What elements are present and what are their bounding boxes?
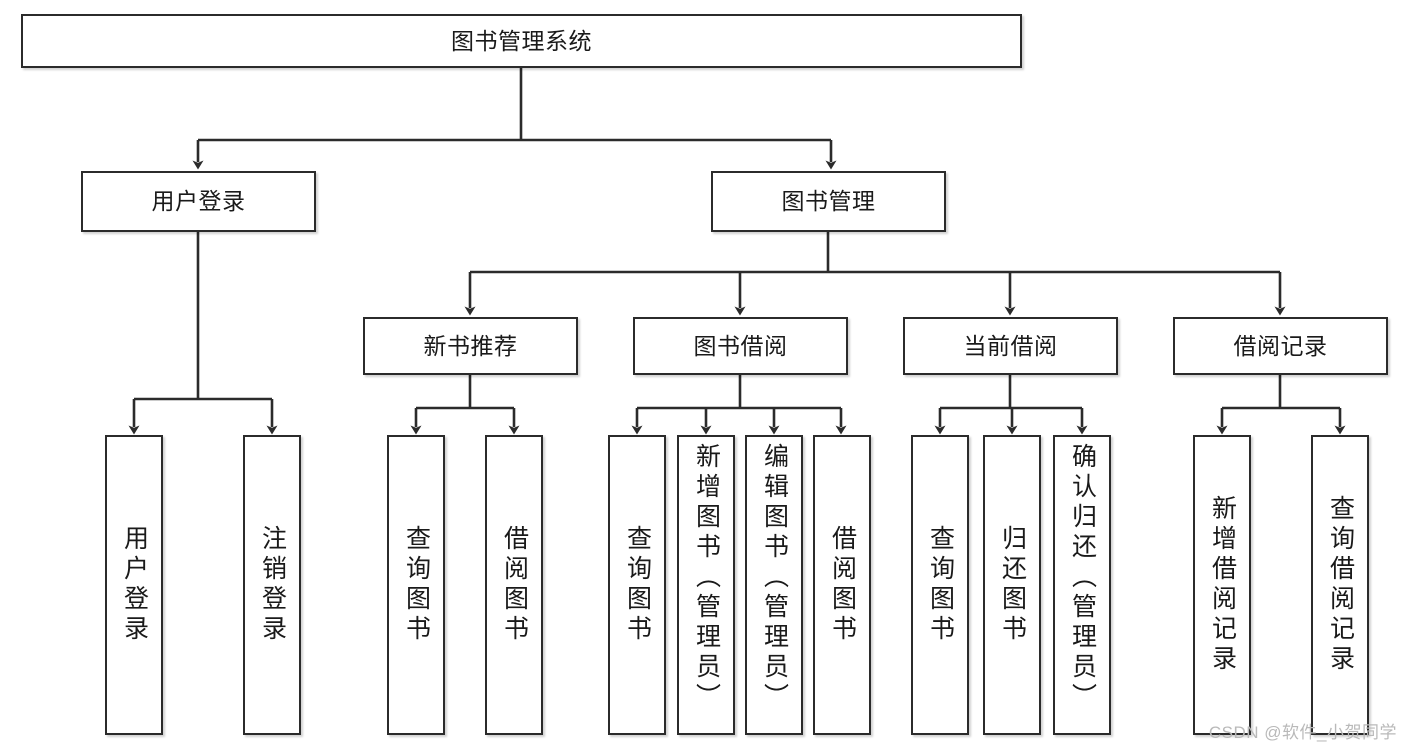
node-leaf-logout[interactable]: 注销登录 (243, 435, 301, 735)
node-leaf-query-book-recommend[interactable]: 查询图书 (387, 435, 445, 735)
node-leaf-borrow-book[interactable]: 借阅图书 (813, 435, 871, 735)
node-leaf-query-book-current[interactable]: 查询图书 (911, 435, 969, 735)
node-leaf-edit-book-admin[interactable]: 编辑图书（管理员） (745, 435, 803, 735)
node-leaf-add-borrow-record-label: 新增借阅记录 (1208, 495, 1237, 675)
node-leaf-query-borrow-record[interactable]: 查询借阅记录 (1311, 435, 1369, 735)
node-leaf-logout-label: 注销登录 (258, 525, 287, 645)
node-book-management[interactable]: 图书管理 (711, 171, 946, 232)
node-root-label: 图书管理系统 (451, 27, 592, 54)
node-leaf-add-borrow-record[interactable]: 新增借阅记录 (1193, 435, 1251, 735)
node-leaf-confirm-return-admin-label: 确认归还（管理员） (1068, 443, 1097, 713)
node-leaf-user-login[interactable]: 用户登录 (105, 435, 163, 735)
node-leaf-add-book-admin-label: 新增图书（管理员） (692, 443, 721, 713)
node-borrow-record[interactable]: 借阅记录 (1173, 317, 1388, 375)
node-user-login[interactable]: 用户登录 (81, 171, 316, 232)
node-leaf-borrow-book-recommend-label: 借阅图书 (500, 525, 529, 645)
node-leaf-confirm-return-admin[interactable]: 确认归还（管理员） (1053, 435, 1111, 735)
node-current-borrow-label: 当前借阅 (963, 332, 1058, 359)
node-leaf-borrow-book-label: 借阅图书 (828, 525, 857, 645)
node-leaf-query-book-borrow[interactable]: 查询图书 (608, 435, 666, 735)
node-leaf-edit-book-admin-label: 编辑图书（管理员） (760, 443, 789, 713)
node-new-book-recommend-label: 新书推荐 (423, 332, 518, 359)
node-root[interactable]: 图书管理系统 (21, 14, 1022, 68)
node-leaf-borrow-book-recommend[interactable]: 借阅图书 (485, 435, 543, 735)
node-leaf-add-book-admin[interactable]: 新增图书（管理员） (677, 435, 735, 735)
node-leaf-query-book-recommend-label: 查询图书 (402, 525, 431, 645)
node-current-borrow[interactable]: 当前借阅 (903, 317, 1118, 375)
node-new-book-recommend[interactable]: 新书推荐 (363, 317, 578, 375)
node-leaf-query-book-borrow-label: 查询图书 (623, 525, 652, 645)
node-borrow-record-label: 借阅记录 (1233, 332, 1328, 359)
node-leaf-return-book-label: 归还图书 (998, 525, 1027, 645)
node-book-borrow-label: 图书借阅 (693, 332, 788, 359)
node-leaf-query-borrow-record-label: 查询借阅记录 (1326, 495, 1355, 675)
node-book-management-label: 图书管理 (781, 188, 876, 215)
node-book-borrow[interactable]: 图书借阅 (633, 317, 848, 375)
csdn-watermark: CSDN @软件_小贺同学 (1208, 723, 1397, 742)
node-leaf-query-book-current-label: 查询图书 (926, 525, 955, 645)
node-leaf-user-login-label: 用户登录 (120, 525, 149, 645)
node-leaf-return-book[interactable]: 归还图书 (983, 435, 1041, 735)
node-user-login-label: 用户登录 (151, 188, 246, 215)
